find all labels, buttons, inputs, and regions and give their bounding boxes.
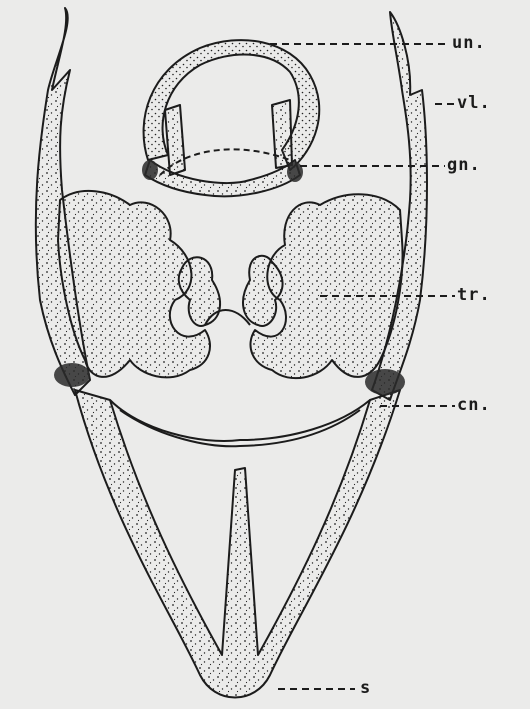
label-tr: tr. (457, 287, 491, 304)
label-un: un. (452, 35, 486, 52)
label-s: s (360, 680, 371, 697)
saccus (75, 390, 400, 698)
label-gn: gn. (447, 157, 481, 174)
label-vl: vl. (457, 95, 491, 112)
label-cn: cn. (457, 397, 491, 414)
